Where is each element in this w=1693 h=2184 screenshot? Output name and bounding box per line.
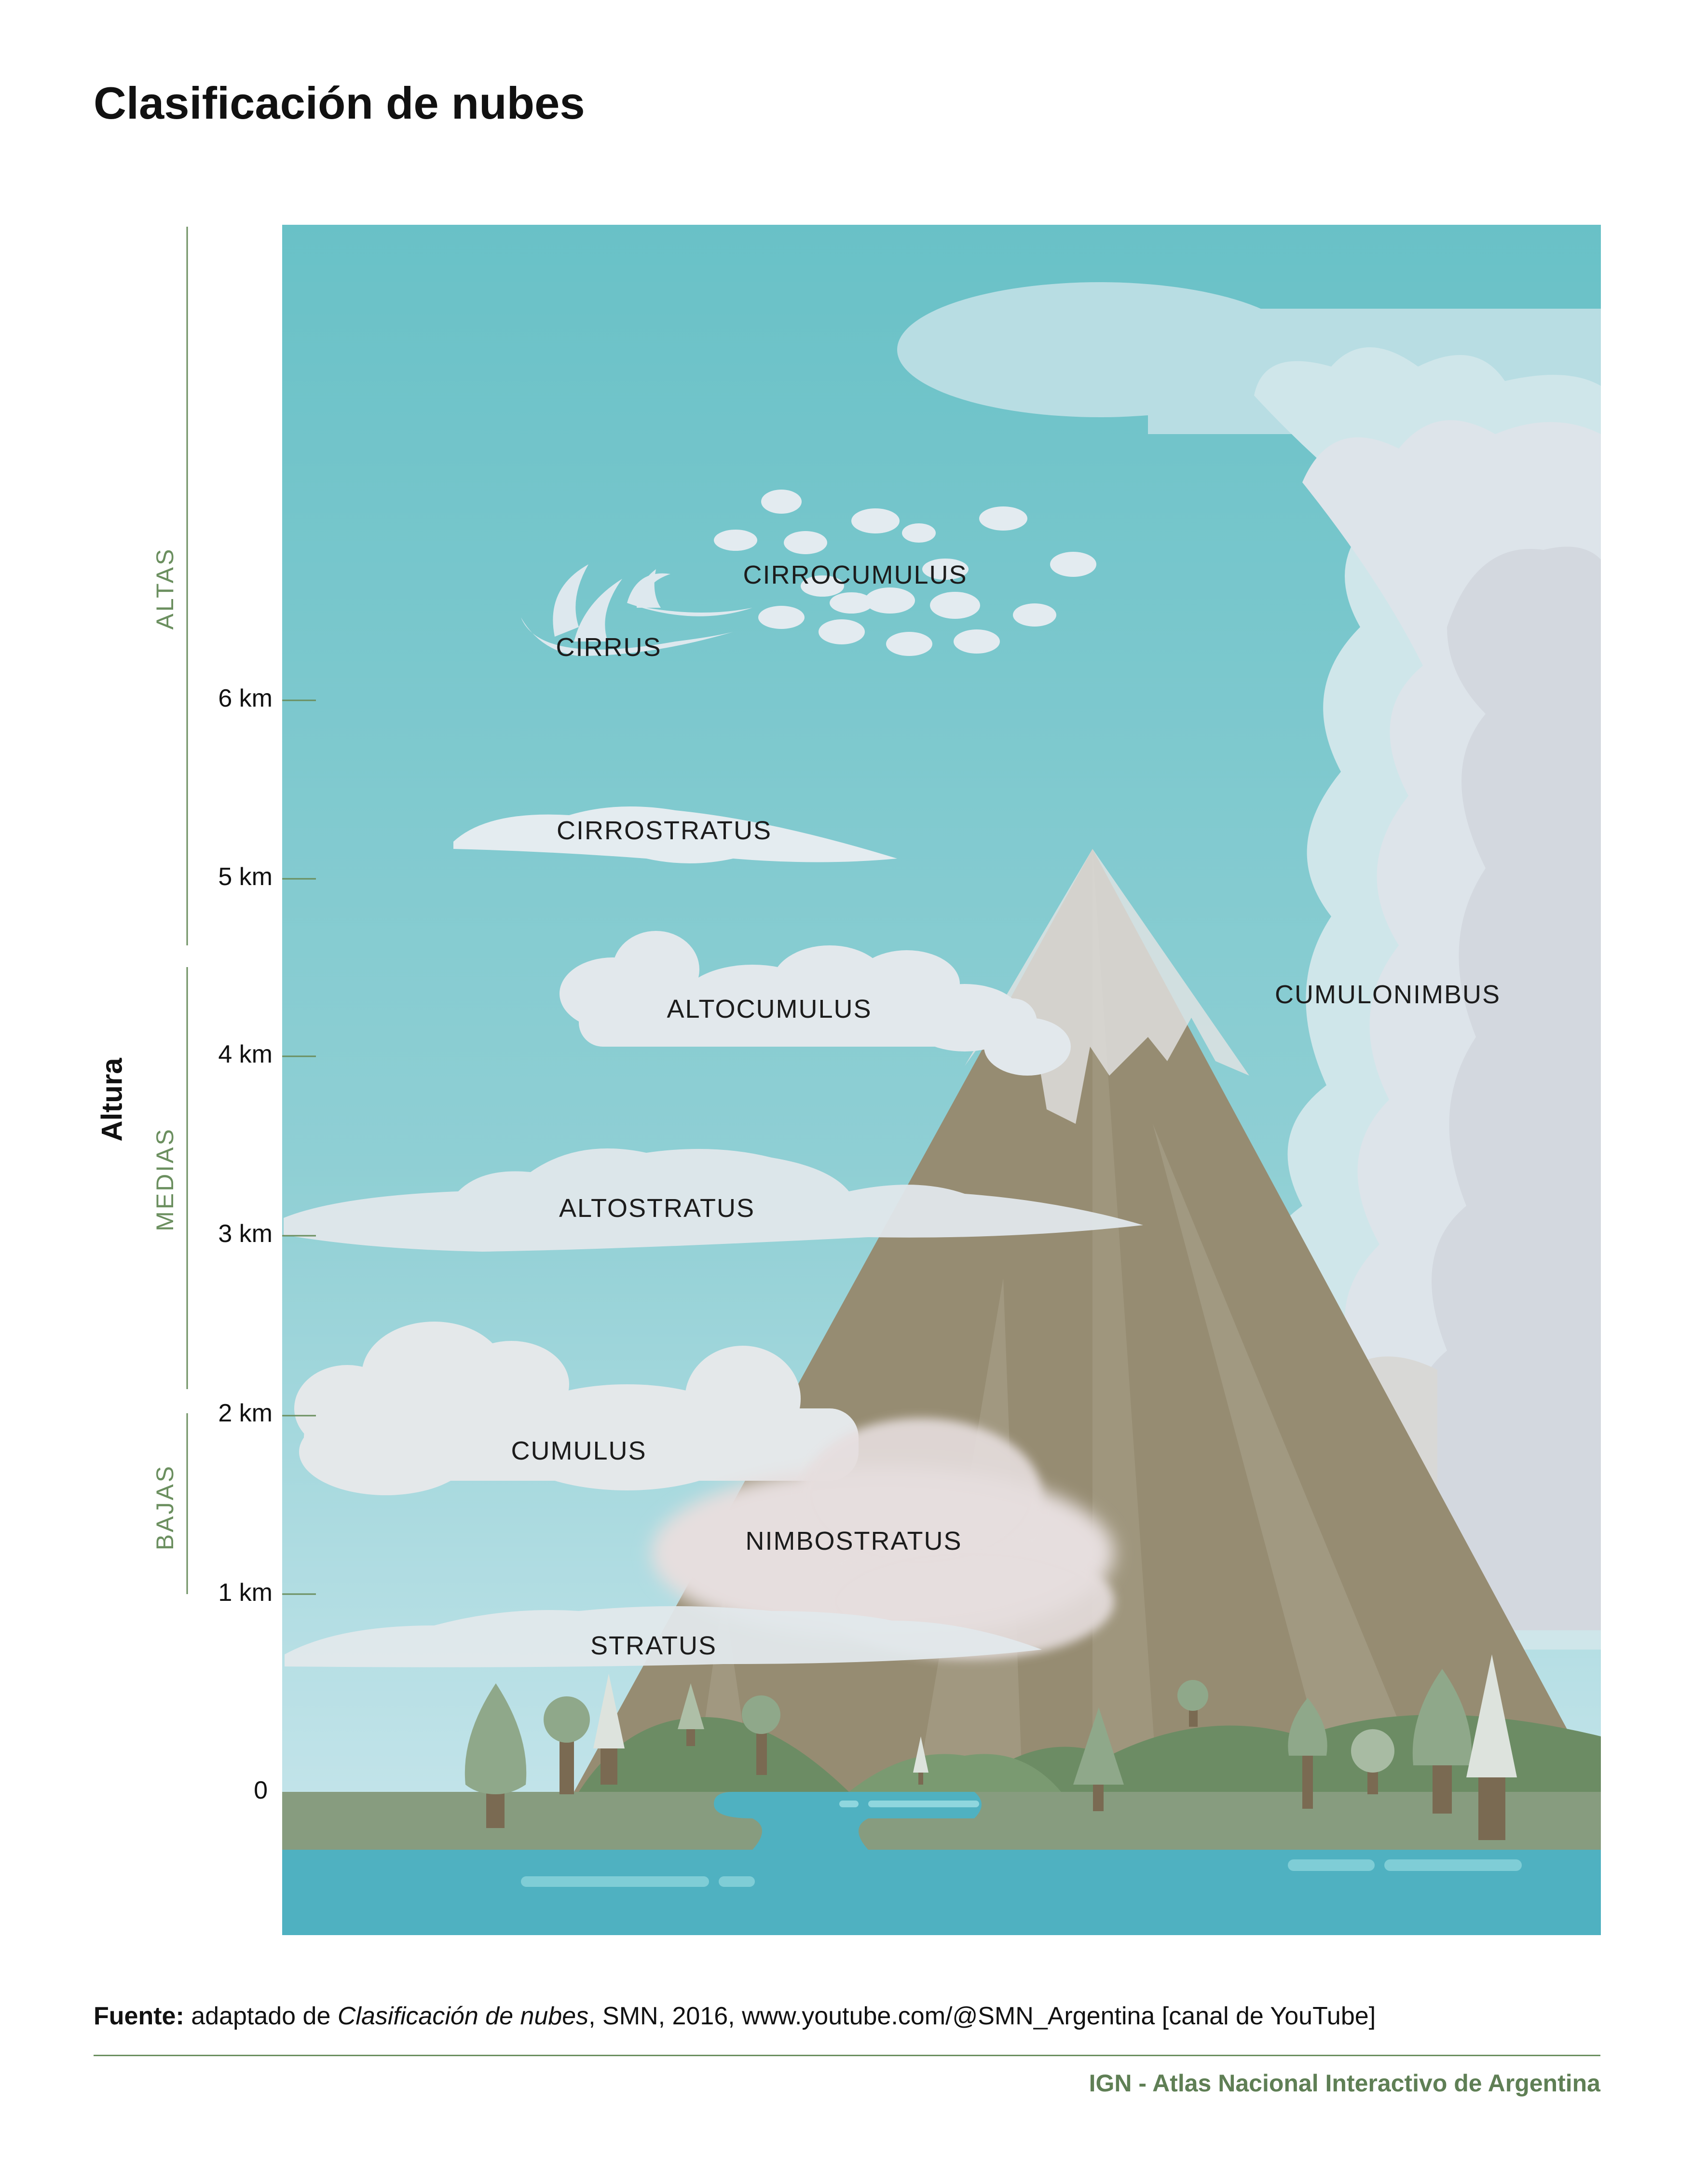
- source-work: Clasificación de nubes: [337, 2002, 589, 2030]
- band-label-low: BAJAS: [151, 1464, 178, 1551]
- label-altostratus: ALTOSTRATUS: [559, 1194, 755, 1223]
- cirrostratus-cloud: [453, 806, 897, 863]
- source-text: adaptado de: [184, 2002, 338, 2030]
- credit: IGN - Atlas Nacional Interactivo de Arge…: [1089, 2070, 1600, 2097]
- page-title: Clasificación de nubes: [94, 78, 585, 128]
- tick-label: 6 km: [218, 684, 273, 712]
- altostratus-cloud: [284, 1148, 1143, 1252]
- label-cumulonimbus: CUMULONIMBUS: [1274, 980, 1501, 1009]
- label-altocumulus: ALTOCUMULUS: [667, 995, 872, 1024]
- altocumulus-cloud: [560, 931, 1071, 1076]
- band-label-high: ALTAS: [151, 547, 178, 630]
- tick-label: 5 km: [218, 863, 273, 891]
- tick-label: 4 km: [218, 1040, 273, 1068]
- band-label-medium: MEDIAS: [151, 1127, 178, 1231]
- footer-divider: [94, 2055, 1600, 2056]
- tick-label: 0: [254, 1776, 268, 1804]
- label-cirrus: CIRRUS: [556, 633, 662, 662]
- ground: [282, 1715, 1601, 1935]
- label-cirrostratus: CIRROSTRATUS: [556, 816, 772, 845]
- source-prefix: Fuente:: [94, 2002, 184, 2030]
- source-text-after: , SMN, 2016, www.youtube.com/@SMN_Argent…: [588, 2002, 1376, 2030]
- source-note: Fuente: adaptado de Clasificación de nub…: [94, 2002, 1376, 2031]
- axis-title: Altura: [96, 1058, 128, 1142]
- label-stratus: STRATUS: [590, 1631, 717, 1660]
- tick-label: 2 km: [218, 1399, 273, 1427]
- cirrocumulus-cloud: [714, 490, 1096, 656]
- stratus-cloud: [285, 1606, 1042, 1667]
- cirrus-cloud: [521, 564, 752, 656]
- altitude-axis: [186, 227, 316, 1595]
- label-cirrocumulus: CIRROCUMULUS: [743, 560, 968, 589]
- cumulus-cloud: [294, 1322, 859, 1495]
- tick-label: 1 km: [218, 1579, 273, 1607]
- nimbostratus-cloud: [651, 1418, 1114, 1659]
- label-nimbostratus: NIMBOSTRATUS: [745, 1527, 962, 1556]
- trees: [464, 1654, 1517, 1840]
- tick-label: 3 km: [218, 1220, 273, 1248]
- label-cumulus: CUMULUS: [511, 1436, 647, 1465]
